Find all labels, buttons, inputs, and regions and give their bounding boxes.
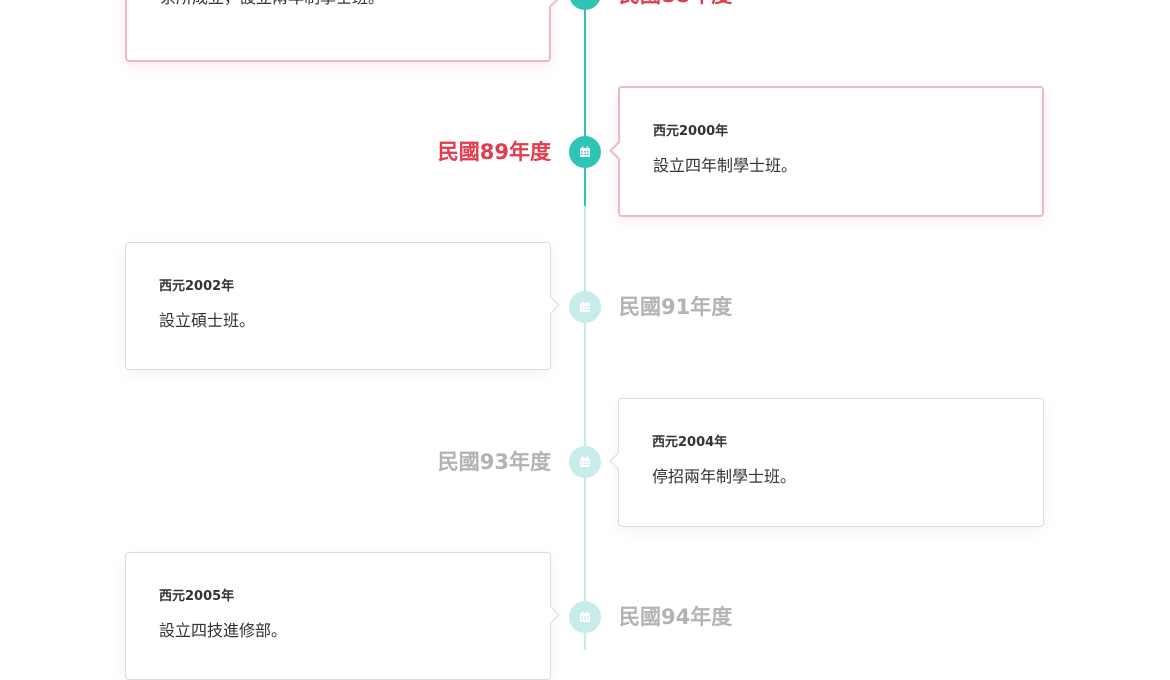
card-pointer bbox=[542, 606, 560, 624]
card-pointer bbox=[542, 296, 560, 314]
timeline-event-card: 系所成立，設立兩年制學士班。 bbox=[125, 0, 560, 62]
event-era-label: 民國88年度 bbox=[619, 0, 732, 8]
event-era-label: 民國94年度 bbox=[619, 605, 733, 629]
event-description: 設立碩士班。 bbox=[159, 311, 256, 330]
event-description: 設立四技進修部。 bbox=[159, 621, 288, 640]
calendar-icon bbox=[569, 136, 601, 168]
event-era-label: 民國93年度 bbox=[437, 450, 551, 474]
timeline-event-card: 西元2004年 停招兩年制學士班。 bbox=[609, 398, 1044, 527]
event-description: 停招兩年制學士班。 bbox=[652, 467, 797, 486]
timeline-event-card: 西元2000年 設立四年制學士班。 bbox=[609, 86, 1044, 217]
event-description: 設立四年制學士班。 bbox=[653, 156, 798, 175]
timeline-progress-line bbox=[584, 0, 586, 206]
card-pointer bbox=[609, 141, 628, 160]
timeline-event-card: 西元2002年 設立碩士班。 bbox=[125, 242, 560, 370]
card-pointer bbox=[541, 0, 560, 8]
event-year: 西元2005年 bbox=[159, 589, 235, 604]
calendar-icon bbox=[569, 446, 601, 478]
event-description: 系所成立，設立兩年制學士班。 bbox=[160, 0, 517, 10]
history-timeline: 系所成立，設立兩年制學士班。 民國88年度 民國89年度 西元2000年 設立四… bbox=[125, 0, 1044, 680]
calendar-icon bbox=[569, 0, 601, 10]
timeline-event-card: 西元2005年 設立四技進修部。 bbox=[125, 552, 560, 680]
event-year: 西元2000年 bbox=[653, 124, 729, 139]
card-pointer bbox=[609, 452, 627, 470]
calendar-icon bbox=[569, 291, 601, 323]
calendar-icon bbox=[569, 601, 601, 633]
event-year: 西元2002年 bbox=[159, 279, 235, 294]
event-era-label: 民國91年度 bbox=[619, 295, 733, 319]
timeline-line bbox=[584, 206, 586, 650]
event-era-label: 民國89年度 bbox=[437, 140, 551, 164]
event-year: 西元2004年 bbox=[652, 435, 728, 450]
